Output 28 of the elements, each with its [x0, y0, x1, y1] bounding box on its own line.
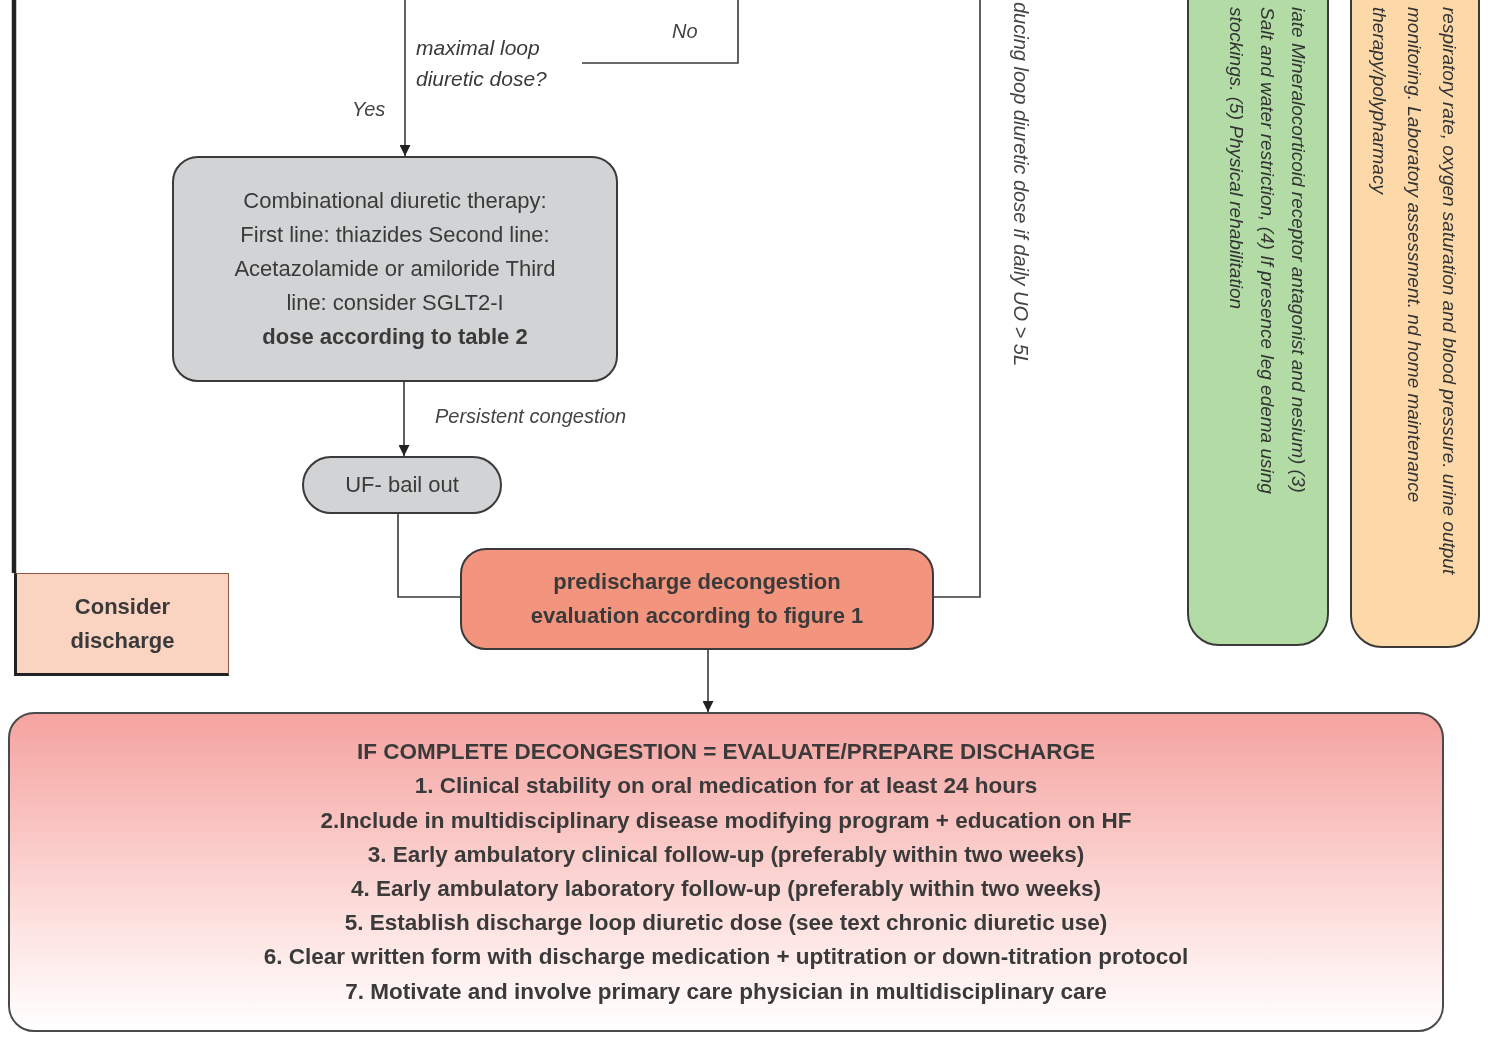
process-box	[302, 456, 502, 514]
box-text: 2.Include in multidisciplinary disease modifying program + education on HF	[319, 806, 1133, 835]
box-text: IF COMPLETE DECONGESTION = EVALUATE/PREPARE DISCHARGE	[355, 738, 1097, 767]
box-text: predischarge decongestion evaluation according to figure 1	[529, 568, 865, 630]
arrow	[399, 0, 411, 157]
box-text: 6. Clear written form with discharge medication + uptitration or down-titration protocol	[262, 943, 1190, 972]
box-text: 4. Early ambulatory laboratory follow-up (preferably within two weeks)	[349, 875, 1103, 903]
discharge-box	[8, 712, 1444, 1032]
edge-label: No	[672, 20, 698, 43]
process-box	[172, 156, 618, 382]
box-text: 7. Motivate and involve primary care physician in multidisciplinary care	[344, 977, 1108, 1006]
arrow	[398, 381, 410, 457]
box-text: 3. Early ambulatory clinical follow-up (preferably within two weeks)	[366, 840, 1086, 869]
monitoring-band	[1350, 0, 1480, 648]
edge-label: Yes	[352, 98, 386, 121]
box-text: Consider discharge	[69, 592, 176, 655]
treatment-band	[1187, 0, 1329, 646]
outcome-box	[14, 573, 229, 676]
question-text: maximal loop diuretic dose?	[416, 35, 548, 92]
note-text: iate Mineralocorticoid receptor antagonist and nesium) (3) Salt and water restriction, (4) If presence leg edema using stockings. (5) Physical rehabilitation	[1225, 7, 1310, 496]
edge-label: Persistent congestion	[435, 405, 627, 428]
box-text: UF- bail out	[344, 471, 460, 499]
edge-label: ducing loop diuretic dose if daily UO > 5L	[1009, 2, 1032, 369]
box-text: 1. Clinical stability on oral medication for at least 24 hours	[413, 772, 1039, 801]
arrow	[702, 649, 714, 713]
box-text: dose according to table 2	[261, 323, 529, 351]
box-text: 5. Establish discharge loop diuretic dose (see text chronic diuretic use)	[343, 909, 1109, 938]
process-box	[460, 548, 934, 650]
